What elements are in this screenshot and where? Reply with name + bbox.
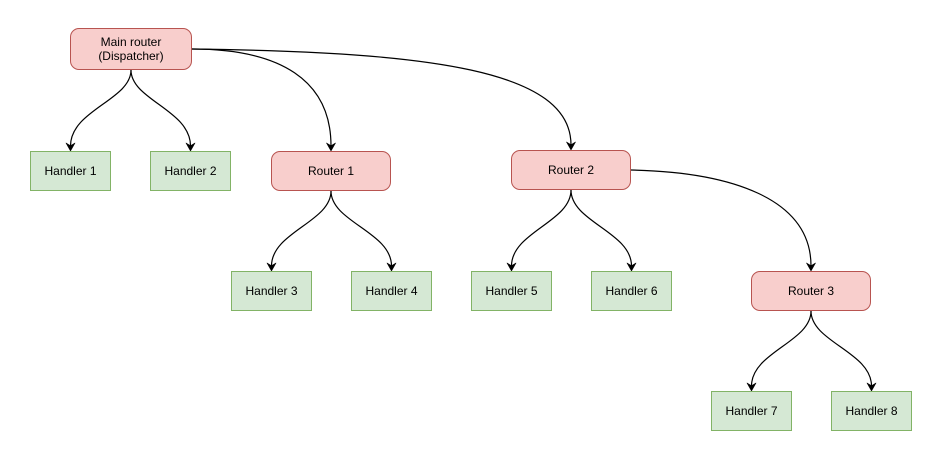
node-label-handler-4: Handler 4 — [365, 284, 418, 298]
edge-router-2-to-handler-5 — [510, 189, 572, 267]
edge-router-1-to-handler-3 — [270, 190, 332, 267]
node-handler-5[interactable]: Handler 5 — [471, 271, 552, 311]
node-label-handler-1: Handler 1 — [44, 164, 97, 178]
edge-router-3-to-handler-8 — [810, 310, 873, 387]
edge-router-2-to-handler-6 — [570, 189, 633, 267]
edge-router-2-to-router-3 — [630, 169, 812, 267]
arrowhead-router-1 — [326, 142, 336, 152]
edge-router-1-to-handler-4 — [330, 190, 393, 267]
node-label-handler-2: Handler 2 — [164, 164, 217, 178]
arrowhead-handler-8 — [866, 382, 877, 392]
node-router-2[interactable]: Router 2 — [511, 150, 631, 190]
edge-main-router-to-handler-1 — [69, 69, 132, 147]
arrowhead-handler-2 — [185, 142, 196, 152]
node-label-handler-6: Handler 6 — [605, 284, 658, 298]
node-handler-6[interactable]: Handler 6 — [591, 271, 672, 311]
edges-group — [65, 48, 877, 392]
node-router-3[interactable]: Router 3 — [751, 271, 871, 311]
node-label-handler-8: Handler 8 — [845, 404, 898, 418]
arrowhead-handler-7 — [746, 382, 757, 392]
node-handler-1[interactable]: Handler 1 — [30, 151, 111, 191]
arrowhead-handler-5 — [506, 262, 517, 272]
node-label-router-1: Router 1 — [307, 164, 355, 178]
edge-router-3-to-handler-7 — [750, 310, 812, 387]
node-router-1[interactable]: Router 1 — [271, 151, 391, 191]
arrowhead-handler-4 — [386, 262, 397, 272]
arrowhead-handler-1 — [65, 142, 76, 152]
node-label-router-3: Router 3 — [787, 284, 835, 298]
node-handler-3[interactable]: Handler 3 — [231, 271, 312, 311]
node-label-handler-3: Handler 3 — [245, 284, 298, 298]
node-main-router[interactable]: Main router (Dispatcher) — [70, 28, 192, 70]
node-label-router-2: Router 2 — [547, 163, 595, 177]
node-label-handler-7: Handler 7 — [725, 404, 778, 418]
node-label-main-router: Main router (Dispatcher) — [98, 35, 164, 63]
node-label-handler-5: Handler 5 — [485, 284, 538, 298]
edge-main-router-to-router-2 — [191, 48, 572, 146]
edge-main-router-to-handler-2 — [130, 69, 192, 147]
node-handler-7[interactable]: Handler 7 — [711, 391, 792, 431]
arrowhead-handler-6 — [626, 262, 637, 272]
node-handler-4[interactable]: Handler 4 — [351, 271, 432, 311]
edge-main-router-to-router-1 — [191, 48, 332, 147]
arrowhead-router-2 — [566, 141, 576, 151]
arrowhead-handler-3 — [266, 262, 277, 272]
arrowhead-router-3 — [806, 262, 816, 272]
node-handler-8[interactable]: Handler 8 — [831, 391, 912, 431]
node-handler-2[interactable]: Handler 2 — [150, 151, 231, 191]
